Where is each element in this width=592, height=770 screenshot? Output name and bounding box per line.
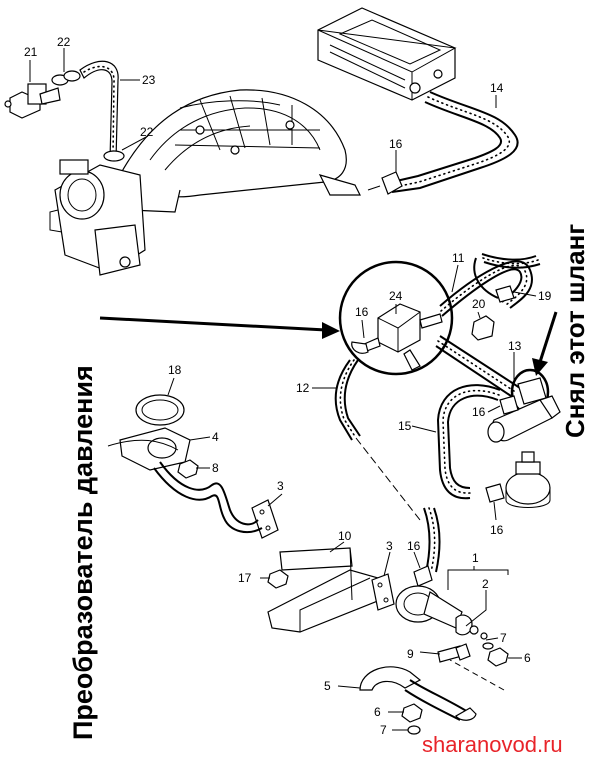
label-4: 4 — [212, 430, 219, 444]
label-17: 17 — [238, 571, 252, 585]
bracket-10 — [267, 547, 386, 633]
hose-15 — [436, 384, 501, 500]
hose-12 — [334, 359, 441, 573]
regulator-fitting — [487, 395, 561, 443]
label-18: 18 — [168, 363, 182, 377]
label-21: 21 — [24, 45, 38, 59]
arrow-to-removed-hose — [532, 311, 558, 376]
gasket-3-left — [251, 499, 279, 539]
nut-8 — [177, 459, 199, 479]
label-3-left: 3 — [277, 479, 284, 493]
clip-22-top — [51, 70, 81, 86]
label-5: 5 — [324, 679, 331, 693]
arrow-to-transducer — [99, 316, 340, 339]
label-22-top: 22 — [57, 35, 71, 49]
label-12: 12 — [296, 381, 310, 395]
tube-5 — [359, 666, 477, 721]
label-16-regulator: 16 — [490, 523, 504, 537]
label-16-zoom: 16 — [355, 305, 369, 319]
label-14: 14 — [490, 81, 504, 95]
label-13: 13 — [508, 339, 522, 353]
charcoal-canister — [317, 7, 457, 101]
annotation-removed-hose: Снял этот шланг — [560, 224, 590, 438]
label-10: 10 — [338, 529, 352, 543]
label-16-lower: 16 — [407, 539, 421, 553]
label-22-bottom: 22 — [140, 125, 154, 139]
clip-16-lower — [413, 565, 433, 587]
clip-16-mid — [499, 395, 519, 415]
label-19: 19 — [538, 289, 552, 303]
label-9: 9 — [407, 647, 414, 661]
label-3-right: 3 — [386, 539, 393, 553]
pressure-transducer — [395, 585, 488, 640]
label-7-right: 7 — [500, 631, 507, 645]
annotation-pressure-transducer: Преобразователь давления — [68, 365, 98, 740]
hose-19 — [473, 253, 541, 299]
label-2: 2 — [482, 577, 489, 591]
clip-16-regulator — [485, 483, 505, 503]
label-6-bottom: 6 — [374, 705, 381, 719]
label-6-right: 6 — [524, 651, 531, 665]
bolt-9 — [437, 643, 471, 663]
oring-18 — [135, 394, 185, 426]
site-watermark: sharanovod.ru — [422, 732, 563, 757]
nut-17 — [267, 569, 289, 589]
part-numbers: 21 22 23 22 14 16 11 19 20 24 16 13 12 1… — [24, 35, 552, 737]
sensor-21 — [4, 83, 61, 119]
tube-4 — [107, 427, 263, 534]
nut-6-right — [487, 647, 509, 667]
cap-7-bottom — [407, 725, 421, 735]
label-16-top: 16 — [389, 137, 403, 151]
label-8: 8 — [212, 461, 219, 475]
nut-6-bottom — [401, 703, 423, 723]
gasket-3-right — [371, 573, 395, 611]
clip-16-top — [367, 171, 403, 195]
label-1: 1 — [472, 551, 479, 565]
label-20: 20 — [472, 297, 486, 311]
label-16-mid: 16 — [472, 405, 486, 419]
hose-13 — [435, 335, 521, 399]
leader-lines — [29, 48, 537, 731]
label-7-bottom: 7 — [380, 723, 387, 737]
label-11: 11 — [452, 251, 465, 265]
clip-22-bottom — [103, 150, 125, 162]
intake-manifold — [119, 89, 361, 213]
hose-14 — [391, 91, 519, 193]
fuel-pressure-regulator — [505, 451, 551, 508]
throttle-body — [49, 159, 146, 276]
label-15: 15 — [398, 419, 412, 433]
hose-11 — [439, 260, 533, 317]
cap-20 — [471, 315, 495, 341]
label-23: 23 — [142, 73, 156, 87]
label-24: 24 — [389, 289, 403, 303]
hose-23 — [79, 60, 119, 161]
washer-7-right — [482, 642, 494, 650]
clip-19 — [495, 285, 515, 303]
zoom-circle — [338, 260, 454, 376]
